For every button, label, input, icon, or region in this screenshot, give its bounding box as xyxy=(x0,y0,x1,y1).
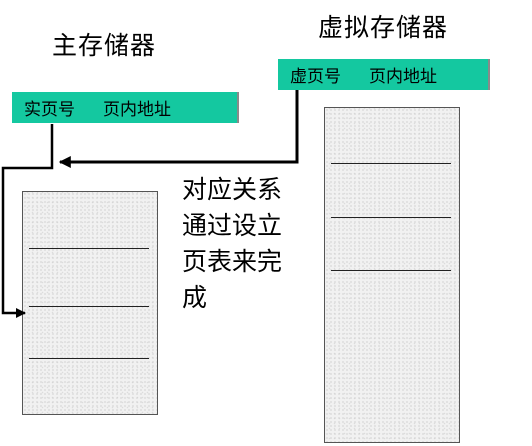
physical-page-connector xyxy=(1,124,54,318)
mapping-note-line: 对应关系 xyxy=(182,175,283,204)
mapping-note-line: 通过设立 xyxy=(182,211,283,240)
virtual-memory-page-divider xyxy=(331,270,451,271)
virtual-memory-block xyxy=(324,107,460,443)
virtual-memory-page-divider xyxy=(331,163,451,164)
main-memory-block xyxy=(22,191,158,415)
virtual-address-bar: 虚页号 页内地址 xyxy=(278,59,499,90)
mapping-note: 对应关系 通过设立 页表来完 成 xyxy=(182,172,312,316)
virtual-to-physical-arrow xyxy=(58,90,299,168)
mapping-note-line: 页表来完 xyxy=(182,247,283,276)
physical-offset-label: 页内地址 xyxy=(103,100,171,120)
virtual-memory-page-divider xyxy=(331,217,451,218)
main-memory-page-divider xyxy=(29,248,149,249)
physical-address-bar: 实页号 页内地址 xyxy=(12,92,248,123)
mapping-note-line: 成 xyxy=(182,283,208,312)
main-memory-page-divider xyxy=(29,358,149,359)
virtual-memory-title: 虚拟存储器 xyxy=(318,13,449,42)
physical-page-label: 实页号 xyxy=(24,100,75,120)
virtual-page-label: 虚页号 xyxy=(290,67,341,87)
virtual-offset-label: 页内地址 xyxy=(369,67,437,87)
main-memory-page-divider xyxy=(29,306,149,307)
main-memory-title: 主存储器 xyxy=(52,31,157,60)
